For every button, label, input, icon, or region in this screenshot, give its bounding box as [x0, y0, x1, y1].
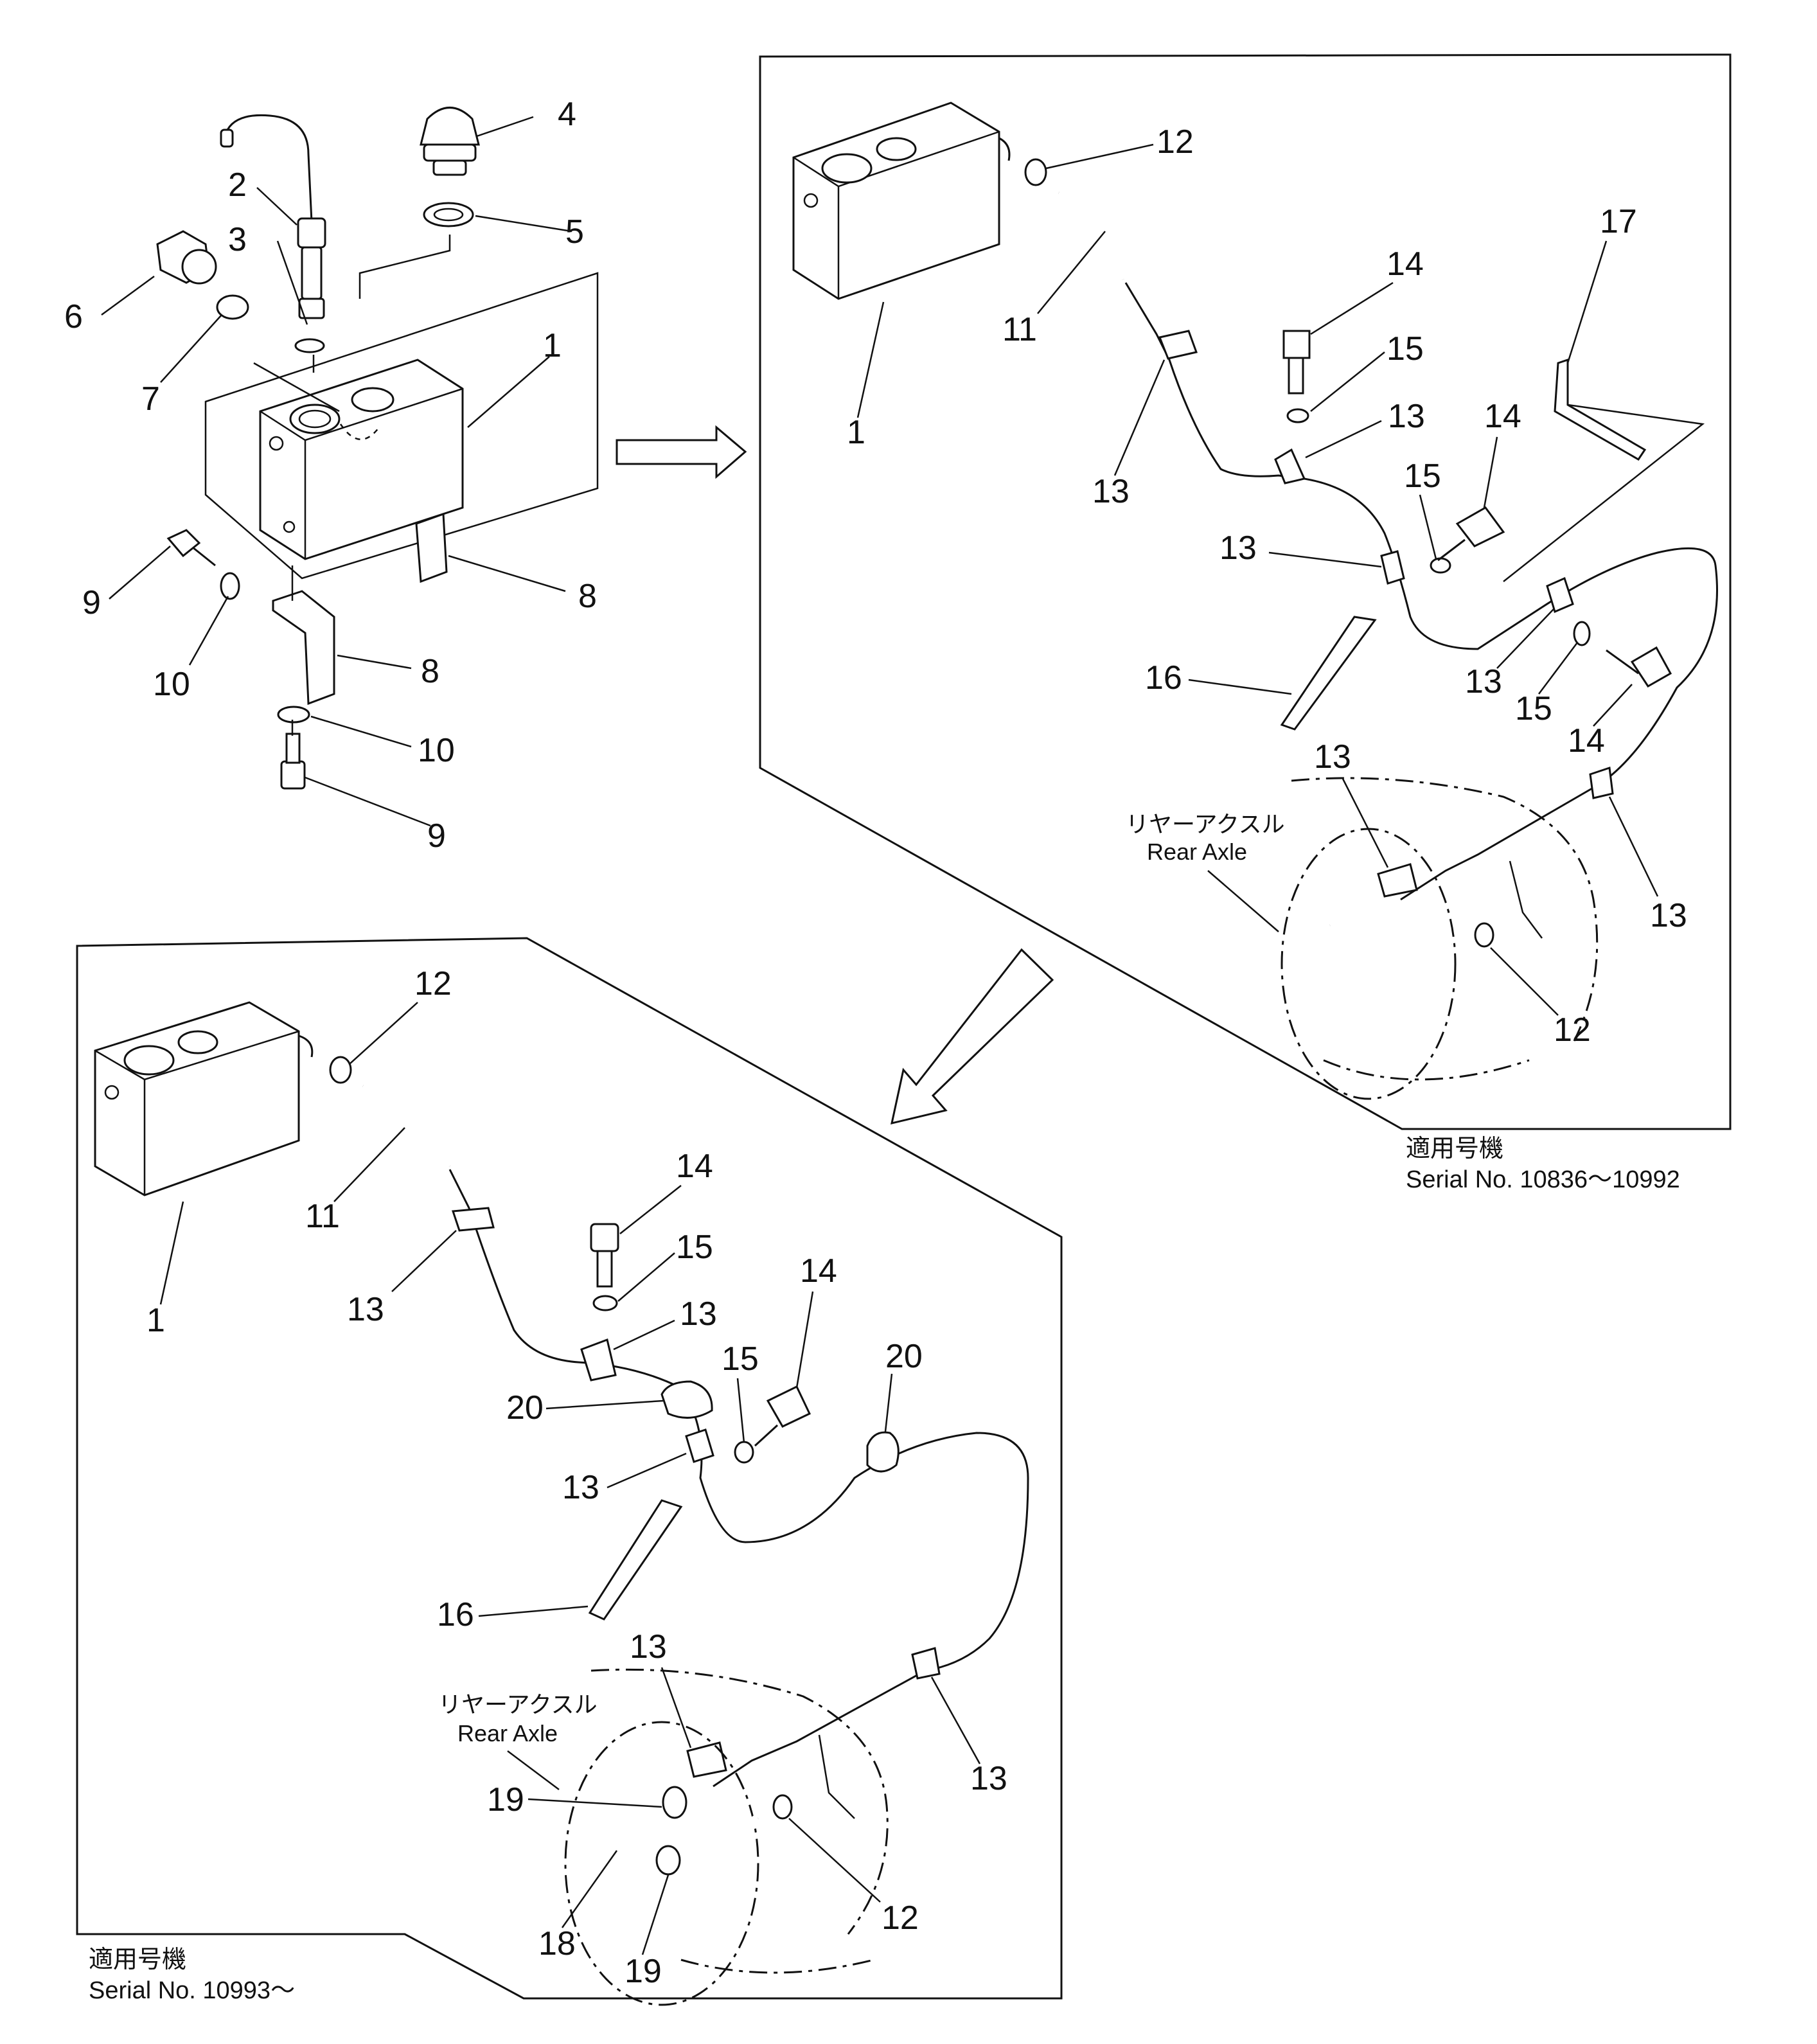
o-ring-3 [294, 338, 325, 353]
label-11: 11 [305, 1198, 340, 1235]
arrow-down-left [891, 948, 1054, 1125]
label-15: 15 [1404, 458, 1441, 495]
label-14: 14 [1568, 722, 1605, 760]
bracket-17 [1554, 358, 1647, 461]
bolt-9b [280, 733, 306, 790]
label-16: 16 [1145, 659, 1182, 697]
label-5: 5 [565, 213, 584, 251]
label-1: 1 [543, 327, 562, 364]
label-17: 17 [1600, 203, 1637, 240]
label-1: 1 [146, 1302, 165, 1339]
label-13: 13 [1219, 529, 1257, 567]
washer-5 [423, 202, 474, 227]
tank-exploded [259, 359, 464, 560]
label-12: 12 [1554, 1011, 1591, 1049]
label-14: 14 [1484, 398, 1521, 435]
variant-2-panel [76, 937, 1063, 2006]
serial-range-2: Serial No. 10993～ [89, 1977, 295, 2004]
label-20: 20 [885, 1338, 923, 1375]
label-12: 12 [882, 1899, 919, 1937]
breather-cap [420, 107, 480, 176]
label-7: 7 [141, 380, 160, 418]
label-9: 9 [427, 817, 446, 855]
bracket-16-v2 [588, 1499, 683, 1621]
rear-axle-en-label-v2: Rear Axle [457, 1720, 558, 1746]
label-8: 8 [578, 578, 597, 615]
brake-pipe-1 [1124, 282, 1718, 901]
label-13: 13 [970, 1760, 1007, 1797]
label-6: 6 [64, 298, 83, 335]
label-13: 13 [630, 1628, 667, 1666]
brake-pipe-2 [448, 1169, 1029, 1788]
label-13: 13 [562, 1469, 599, 1506]
rear-axle-jp-label: リヤーアクスル [1126, 811, 1285, 837]
bracket-8b [272, 590, 335, 706]
bracket-16-v1 [1280, 616, 1377, 731]
label-16: 16 [437, 1596, 474, 1633]
label-13: 13 [1388, 398, 1425, 435]
hose-11-v2 [362, 1085, 451, 1167]
label-15: 15 [722, 1340, 759, 1378]
label-18: 18 [538, 1925, 576, 1962]
bolt-9a [166, 529, 216, 567]
label-14: 14 [1387, 245, 1424, 283]
sensor-cable [220, 114, 326, 319]
serial-range-1: Serial No. 10836～10992 [1406, 1166, 1680, 1193]
label-1: 1 [847, 414, 865, 451]
label-13: 13 [1314, 738, 1351, 776]
label-20: 20 [506, 1389, 544, 1426]
label-15: 15 [1387, 330, 1424, 368]
label-3: 3 [228, 221, 247, 258]
label-13: 13 [1092, 473, 1130, 510]
label-15: 15 [1515, 690, 1552, 727]
label-13: 13 [347, 1291, 384, 1328]
label-10: 10 [153, 666, 190, 703]
label-2: 2 [228, 166, 247, 204]
washer-10b [277, 706, 310, 724]
rear-axle-en-label: Rear Axle [1147, 839, 1247, 865]
label-12: 12 [1157, 123, 1194, 161]
exploded-view [101, 107, 599, 827]
hose-clip-12 [1024, 158, 1047, 186]
arrow-right [616, 425, 747, 479]
label-13: 13 [680, 1295, 717, 1333]
tank-variant-1 [792, 102, 1011, 300]
plug-6 [156, 230, 217, 285]
label-8: 8 [421, 653, 439, 690]
label-19: 19 [625, 1953, 662, 1990]
label-14: 14 [676, 1148, 713, 1185]
label-19: 19 [487, 1781, 524, 1818]
applicable-jp-label: 適用号機 [1406, 1135, 1503, 1162]
label-10: 10 [418, 732, 455, 769]
label-13: 13 [1650, 897, 1687, 934]
rear-axle-v1 [1281, 777, 1599, 1100]
washer-10a [220, 572, 240, 600]
o-ring-7 [216, 294, 249, 320]
applicable-jp-label-v2: 適用号機 [89, 1946, 186, 1973]
rear-axle-jp-label-v2: リヤーアクスル [438, 1691, 598, 1718]
label-11: 11 [1002, 311, 1037, 348]
hose-clip-12-v2 [329, 1056, 352, 1084]
label-14: 14 [800, 1252, 837, 1290]
label-12: 12 [414, 965, 452, 1002]
label-9: 9 [82, 584, 101, 621]
label-15: 15 [676, 1229, 713, 1266]
tank-variant-2 [94, 1001, 314, 1196]
label-13: 13 [1465, 663, 1502, 700]
label-4: 4 [558, 96, 576, 133]
bracket-8a [415, 512, 448, 583]
variant-1-panel [759, 53, 1732, 1130]
rear-axle-v2 [564, 1668, 889, 2006]
